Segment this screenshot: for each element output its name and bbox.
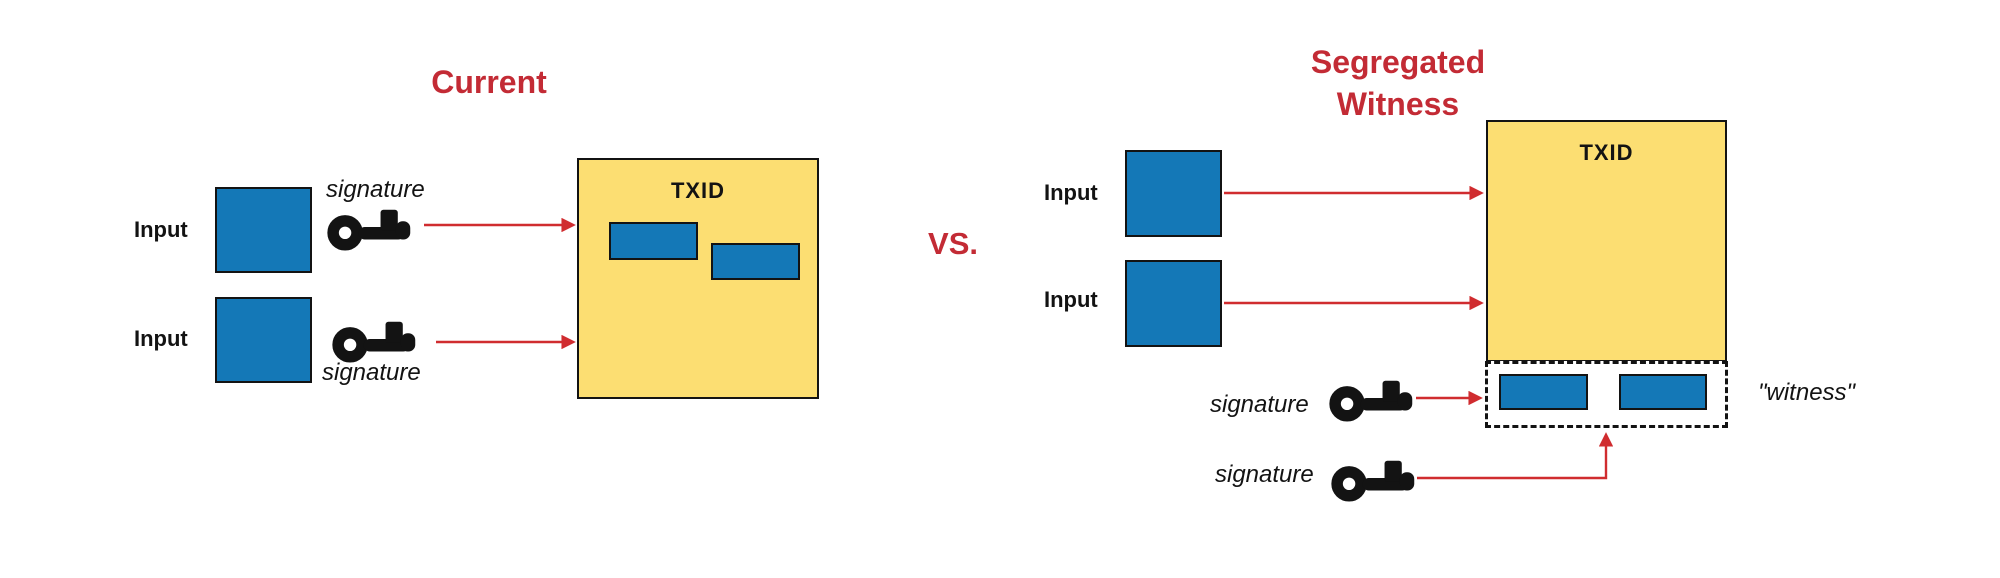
key-icon bbox=[327, 209, 411, 251]
vs-label: VS. bbox=[928, 226, 978, 261]
witness-signature-block-1 bbox=[1499, 374, 1588, 410]
right-input2-box bbox=[1125, 260, 1222, 347]
right-title-line1: Segregated bbox=[1310, 44, 1486, 80]
right-signature1-label: signature bbox=[1210, 391, 1309, 418]
left-input1-box bbox=[215, 187, 312, 273]
witness-label: "witness" bbox=[1758, 379, 1856, 406]
right-txid-label: TXID bbox=[1579, 140, 1634, 165]
arrow-right-key2-to-witness bbox=[1417, 432, 1614, 480]
left-diagram-title: Current bbox=[431, 64, 547, 100]
key-icon bbox=[1329, 380, 1413, 422]
witness-dashed-box bbox=[1485, 361, 1728, 428]
key-icon bbox=[1331, 460, 1415, 502]
right-title-line2: Witness bbox=[1336, 86, 1460, 122]
witness-signature-block-2 bbox=[1619, 374, 1707, 410]
left-signature2-label: signature bbox=[322, 359, 421, 386]
left-input1-label: Input bbox=[134, 217, 188, 242]
left-txid-signature-block-1 bbox=[609, 222, 698, 260]
left-txid-signature-block-2 bbox=[711, 243, 800, 280]
right-txid-box: TXID bbox=[1486, 120, 1727, 362]
key-icon bbox=[332, 321, 416, 363]
left-txid-label: TXID bbox=[670, 178, 726, 203]
left-signature1-label: signature bbox=[326, 176, 425, 203]
left-input2-label: Input bbox=[134, 326, 188, 351]
right-input1-box bbox=[1125, 150, 1222, 237]
right-signature2-label: signature bbox=[1215, 461, 1314, 488]
right-input1-label: Input bbox=[1044, 180, 1098, 205]
left-input2-box bbox=[215, 297, 312, 383]
right-diagram-title: Segregated Witness bbox=[1248, 41, 1548, 125]
right-input2-label: Input bbox=[1044, 287, 1098, 312]
left-txid-box: TXID bbox=[577, 158, 819, 399]
